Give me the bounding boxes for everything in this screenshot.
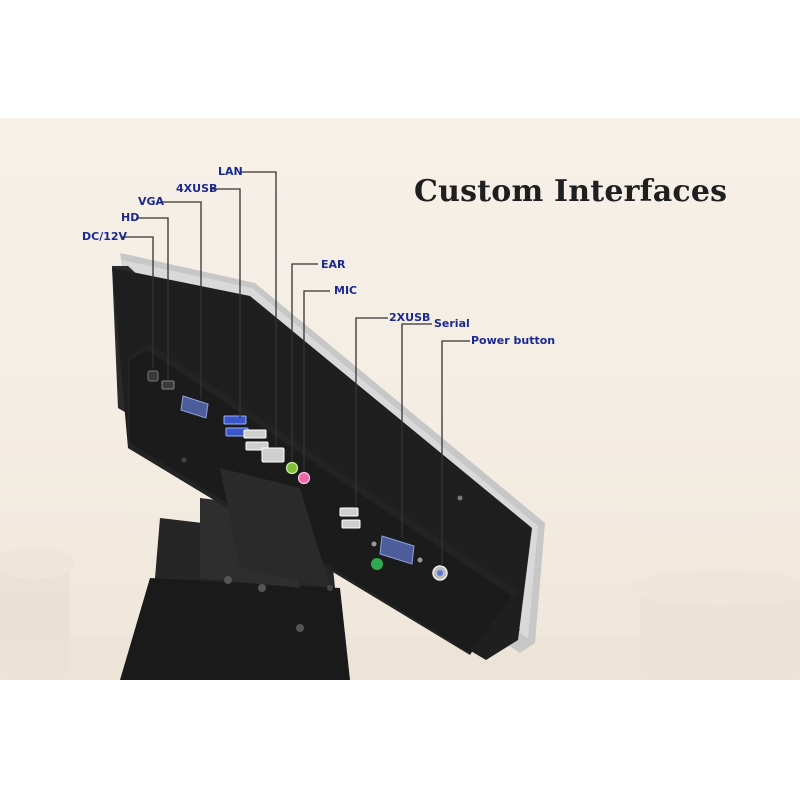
hd-port: [161, 380, 175, 390]
pos-terminal-illustration: [0, 171, 800, 680]
mic-jack: [297, 471, 311, 485]
label-2xusb: 2XUSB: [389, 311, 431, 324]
lan-port: [261, 447, 285, 463]
label-hd: HD: [121, 211, 140, 224]
vga-port: [180, 395, 209, 419]
ear-jack: [285, 461, 299, 475]
label-power-button: Power button: [471, 334, 556, 347]
label-dc-12v: DC/12V: [82, 230, 128, 243]
leader-lines: [122, 171, 470, 566]
serial-port: [379, 535, 415, 565]
green-indicator: [371, 558, 383, 570]
usb2-port: [339, 507, 361, 529]
label-mic: MIC: [334, 284, 358, 297]
label-4xusb: 4XUSB: [176, 182, 218, 195]
label-vga: VGA: [138, 195, 165, 208]
product-scene: Custom Interfaces DC/12V HD VGA 4XUSB LA…: [0, 118, 800, 680]
label-lan: LAN: [218, 165, 243, 178]
label-ear: EAR: [321, 258, 346, 271]
label-serial: Serial: [434, 317, 470, 330]
dc-port: [147, 370, 159, 382]
floor: [0, 638, 800, 680]
page-title: Custom Interfaces: [414, 174, 728, 209]
port-graphics: [147, 370, 448, 581]
